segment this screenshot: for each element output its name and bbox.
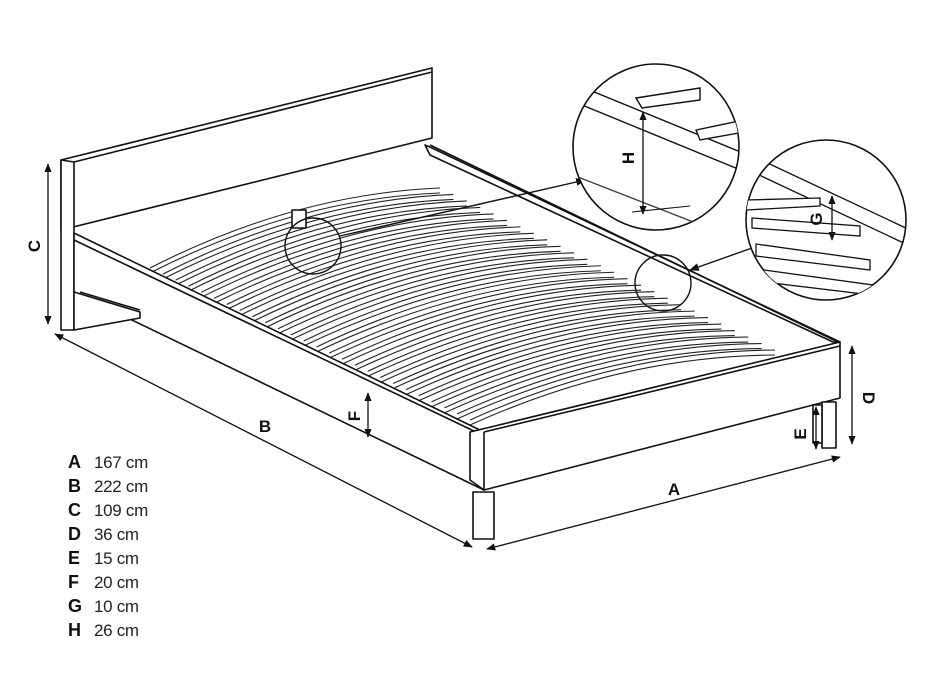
slat-edge [290,258,588,336]
legend-letter: F [68,572,79,592]
legend-letter: G [68,596,83,616]
slat-edge [252,239,548,318]
legend-letter: H [68,620,81,640]
legend-letter: E [68,548,81,568]
slat-edge [290,263,588,341]
legend-row: E 15 cm [68,548,148,572]
slat-edge [162,193,454,275]
legend-value: 167 cm [94,453,148,472]
slat-edge [444,336,749,409]
slat-edge [303,270,601,347]
slat-edge [188,206,481,287]
legend-row: F 20 cm [68,572,148,596]
detail-circle-g-source [634,254,692,312]
dimension-label-e: E [791,428,810,439]
detail-callouts [284,178,753,312]
slat-edge [162,198,454,280]
slat-edge [252,244,548,323]
legend-value: 36 cm [94,525,139,544]
legend-letter: B [68,476,81,496]
slat-edge [367,302,668,377]
legend-value: 10 cm [94,597,139,616]
slat-edge [456,347,762,420]
dimension-label-d: D [859,392,878,404]
headboard [60,67,433,331]
legend-row: C 109 cm [68,500,148,524]
legend-row: G 10 cm [68,596,148,620]
dimension-a-line [486,455,841,551]
dimension-label-a: A [668,480,680,499]
footboard [469,341,841,491]
slat-edge [469,349,776,421]
slat-edge [456,342,762,415]
slat-edge [200,218,494,298]
slat-edge [200,213,494,293]
legend-letter: C [68,500,81,520]
legend-value: 20 cm [94,573,139,592]
far-side-rail [424,144,841,343]
slat-edge [303,265,601,342]
dimension-b-line [54,333,473,548]
slat-edge [175,200,467,281]
dimension-label-f: F [345,411,364,421]
slat-edge [264,250,561,329]
legend-row: B 222 cm [68,476,148,500]
slat-edge [239,232,534,312]
slat-edge [175,205,467,286]
slat-edge [239,237,534,317]
slat-edge [316,271,615,348]
slat-edge [354,296,655,371]
slat-edge [188,211,481,292]
slat-edge [226,231,521,310]
zoom-detail-h [572,63,740,231]
legend-value: 222 cm [94,477,148,496]
dimension-label-g: G [807,212,826,225]
slat-edge [213,219,508,299]
detail-circle-h-source [284,217,342,275]
legend-row: H 26 cm [68,620,148,644]
legend-row: A 167 cm [68,452,148,476]
legend-value: 15 cm [94,549,139,568]
zoom-detail-g [745,139,907,301]
slat-edge [149,192,441,274]
slat-edge [469,354,776,426]
slat-edge [380,309,682,383]
slat-edge [226,226,521,305]
slat-edge [444,341,749,414]
legend-row: D 36 cm [68,524,148,548]
legend-letter: D [68,524,81,544]
dimension-label-c: C [25,240,44,252]
legend-value: 26 cm [94,621,139,640]
dimension-lines [44,163,856,551]
legend-value: 109 cm [94,501,148,520]
legend-letter: A [68,452,81,472]
slat-edge [264,245,561,324]
slat-edge [213,224,508,304]
dimension-label-b: B [259,417,271,436]
dimension-label-h: H [619,152,638,164]
slat-edge [277,252,575,330]
slat-edge [277,257,575,335]
